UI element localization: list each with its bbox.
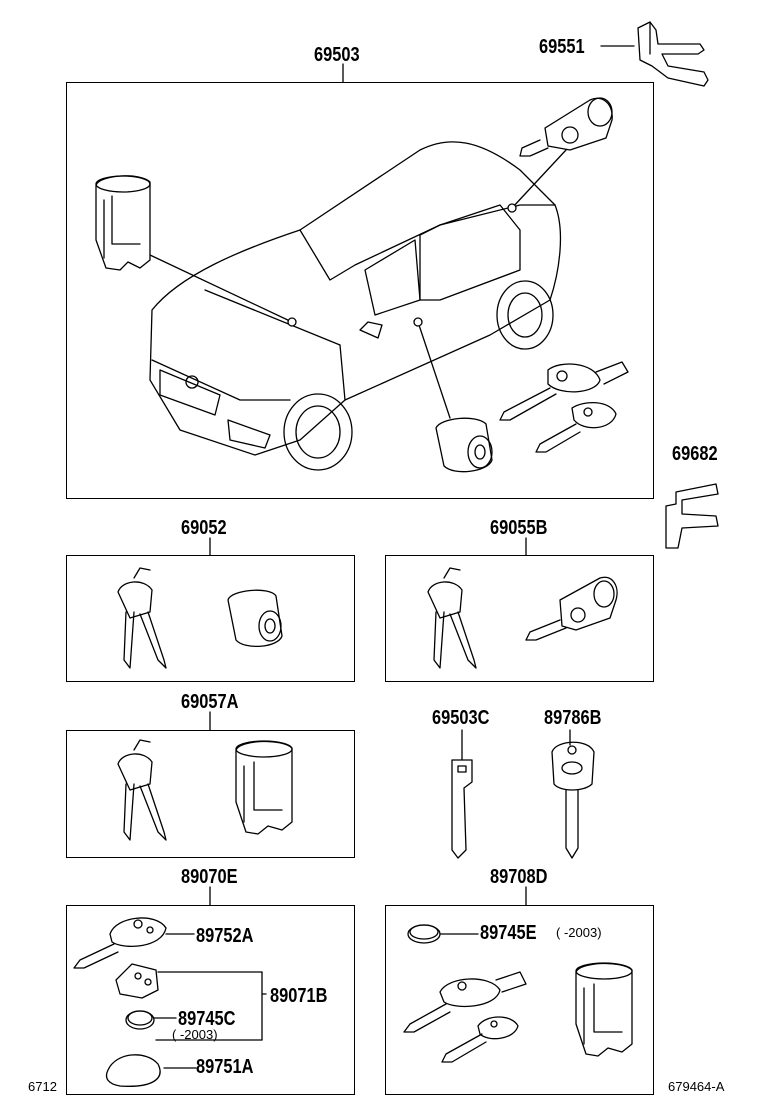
part-label-69503c: 69503C [432,707,490,729]
part-label-69055b: 69055B [490,517,548,539]
key-blank-69503c-illustration [451,759,473,859]
remote-key-89752a-illustration [73,917,195,969]
car-illustration [149,141,562,471]
part-label-89786b: 89786B [544,707,602,729]
battery-89745c-illustration [125,1010,177,1030]
footer-left-code: 6712 [28,1079,57,1094]
back-door-cylinder-illustration [519,97,613,157]
door-cylinder-illustration [435,417,493,473]
part-label-69551: 69551 [539,36,585,58]
footer-right-code: 679464-A [668,1079,725,1094]
part-label-69057a: 69057A [181,691,239,713]
ignition-cylinder-illustration [95,175,151,271]
part-label-89752a: 89752A [196,925,254,947]
main-keys-illustration [499,361,629,453]
transmitter-89071b-illustration [115,963,267,1041]
frame-69052 [66,555,355,682]
part-label-69682: 69682 [672,443,718,465]
part-label-89070e: 89070E [181,866,238,888]
frame-69055b [385,555,654,682]
part-label-69503: 69503 [314,44,360,66]
part-label-89745e: 89745E [480,922,537,944]
part-label-89071b: 89071B [270,985,328,1007]
part-note-89745e: ( -2003) [556,925,602,940]
battery-89745e-illustration [407,924,479,944]
part-label-69052: 69052 [181,517,227,539]
frame-69057a [66,730,355,858]
leader-lines [209,45,635,906]
frame-89708d [385,905,654,1095]
frame-89070e [66,905,355,1095]
part-label-89708d: 89708D [490,866,548,888]
transponder-key-89786b-illustration [551,741,595,859]
cover-89751a-illustration [105,1054,197,1087]
keys-69055b-illustration [427,567,618,669]
clip-69551-illustration [637,21,709,87]
part-label-89745c: 89745C [178,1008,236,1030]
keys-69052-illustration [117,567,283,669]
main-assembly-frame [66,82,654,499]
keys-69057a-illustration [117,739,293,841]
keys-89708d-illustration [403,962,633,1063]
pointer-lines [149,149,567,419]
part-label-89751a: 89751A [196,1056,254,1078]
part-note-89745c: ( -2003) [172,1027,218,1042]
clip-69682-illustration [665,483,719,549]
